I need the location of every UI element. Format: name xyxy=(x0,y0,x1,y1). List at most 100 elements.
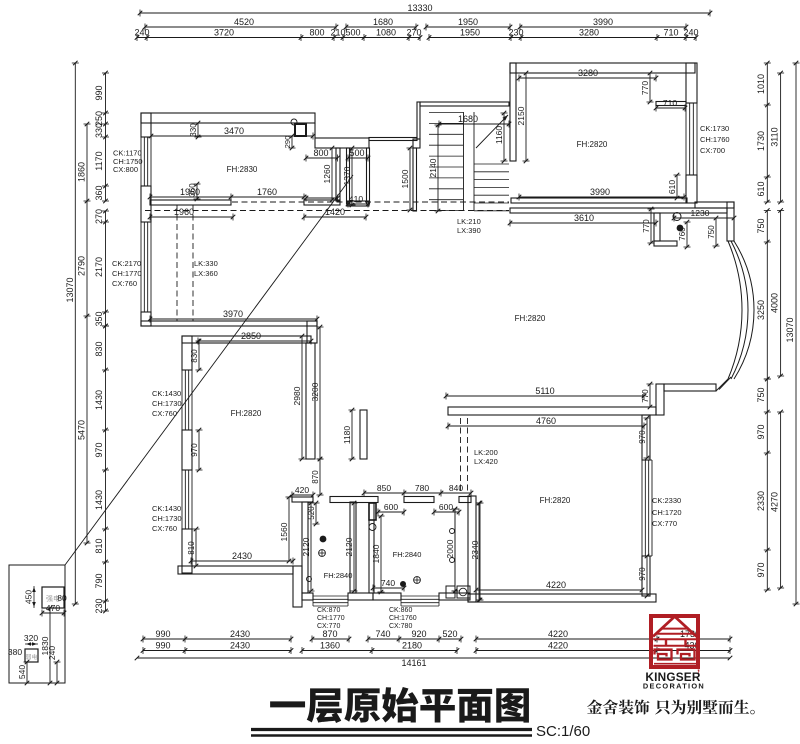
svg-text:FH:2820: FH:2820 xyxy=(577,140,608,149)
svg-text:3470: 3470 xyxy=(224,126,244,136)
svg-text:1860: 1860 xyxy=(77,162,87,182)
svg-text:3280: 3280 xyxy=(579,28,599,38)
svg-text:14161: 14161 xyxy=(401,658,426,668)
svg-text:2170: 2170 xyxy=(94,257,104,277)
svg-text:3990: 3990 xyxy=(590,187,610,197)
svg-text:CH:1760: CH:1760 xyxy=(389,615,417,622)
svg-text:2430: 2430 xyxy=(230,641,250,651)
svg-text:KINGSER: KINGSER xyxy=(645,670,700,684)
svg-text:840: 840 xyxy=(449,483,463,493)
svg-text:1840: 1840 xyxy=(371,544,381,563)
svg-text:350: 350 xyxy=(94,311,104,326)
svg-text:CK:1170: CK:1170 xyxy=(113,149,142,158)
svg-text:710: 710 xyxy=(663,98,677,108)
svg-text:’: ’ xyxy=(697,668,700,680)
svg-text:4520: 4520 xyxy=(234,17,254,27)
svg-text:990: 990 xyxy=(94,85,104,100)
svg-text:3200: 3200 xyxy=(310,382,320,401)
svg-text:13070: 13070 xyxy=(65,277,75,302)
svg-text:CK:2170: CK:2170 xyxy=(112,259,141,268)
svg-text:830: 830 xyxy=(94,341,104,356)
svg-text:5470: 5470 xyxy=(77,420,87,440)
svg-text:540: 540 xyxy=(17,665,27,679)
svg-text:830: 830 xyxy=(190,349,199,363)
svg-text:CK:1430: CK:1430 xyxy=(152,389,181,398)
svg-text:CH:1760: CH:1760 xyxy=(700,135,730,144)
svg-text:240: 240 xyxy=(683,28,698,38)
svg-text:800: 800 xyxy=(313,148,328,158)
svg-text:1160: 1160 xyxy=(494,126,504,145)
svg-text:850: 850 xyxy=(377,483,391,493)
svg-text:3990: 3990 xyxy=(593,17,613,27)
svg-text:330: 330 xyxy=(189,123,198,137)
svg-text:500: 500 xyxy=(349,148,364,158)
svg-text:1760: 1760 xyxy=(257,187,277,197)
svg-text:CX:770: CX:770 xyxy=(652,519,677,528)
svg-text:970: 970 xyxy=(638,567,647,581)
svg-text:CH:1720: CH:1720 xyxy=(652,508,682,517)
svg-text:CX:760: CX:760 xyxy=(152,524,177,533)
svg-text:2430: 2430 xyxy=(230,629,250,639)
svg-text:CX:760: CX:760 xyxy=(112,279,137,288)
svg-text:FH:2830: FH:2830 xyxy=(227,165,258,174)
svg-text:360: 360 xyxy=(94,185,104,200)
svg-text:3720: 3720 xyxy=(214,28,234,38)
svg-text:LK:200: LK:200 xyxy=(474,448,498,457)
svg-text:410: 410 xyxy=(349,194,363,204)
svg-text:450: 450 xyxy=(24,590,34,604)
svg-text:CK:860: CK:860 xyxy=(389,607,412,614)
svg-text:4270: 4270 xyxy=(770,492,780,512)
svg-text:3110: 3110 xyxy=(770,127,780,146)
svg-text:LX:420: LX:420 xyxy=(474,457,498,466)
svg-text:610: 610 xyxy=(667,180,677,194)
svg-text:13070: 13070 xyxy=(785,317,795,342)
svg-text:CK:870: CK:870 xyxy=(317,607,340,614)
svg-text:4220: 4220 xyxy=(548,641,568,651)
svg-text:240: 240 xyxy=(134,28,149,38)
svg-text:710: 710 xyxy=(663,28,678,38)
svg-text:1010: 1010 xyxy=(756,74,766,94)
svg-text:740: 740 xyxy=(381,578,395,588)
svg-text:4220: 4220 xyxy=(548,629,568,639)
svg-text:250: 250 xyxy=(94,111,104,126)
svg-text:970: 970 xyxy=(190,443,199,457)
svg-text:CK:1730: CK:1730 xyxy=(700,124,729,133)
svg-text:970: 970 xyxy=(94,442,104,457)
svg-text:1080: 1080 xyxy=(376,28,396,38)
svg-text:770: 770 xyxy=(642,219,651,233)
svg-text:320: 320 xyxy=(24,633,38,643)
svg-text:810: 810 xyxy=(187,541,196,555)
svg-text:1680: 1680 xyxy=(373,17,393,27)
svg-text:380: 380 xyxy=(8,647,22,657)
svg-text:2120: 2120 xyxy=(344,537,354,556)
svg-text:970: 970 xyxy=(638,430,647,444)
svg-text:1430: 1430 xyxy=(94,490,104,510)
svg-text:2790: 2790 xyxy=(77,256,87,276)
svg-text:CX:800: CX:800 xyxy=(113,165,138,174)
svg-text:600: 600 xyxy=(384,502,398,512)
svg-text:LK:210: LK:210 xyxy=(457,217,481,226)
svg-text:2000: 2000 xyxy=(445,539,455,558)
svg-text:760: 760 xyxy=(678,227,687,241)
svg-text:CX:760: CX:760 xyxy=(152,409,177,418)
svg-text:750: 750 xyxy=(707,225,716,239)
svg-text:1950: 1950 xyxy=(460,28,480,38)
svg-text:810: 810 xyxy=(94,538,104,553)
svg-text:FH:2820: FH:2820 xyxy=(231,409,262,418)
svg-text:CH:1730: CH:1730 xyxy=(152,514,182,523)
svg-text:3970: 3970 xyxy=(223,309,243,319)
svg-text:1680: 1680 xyxy=(458,114,478,124)
svg-text:990: 990 xyxy=(155,629,170,639)
svg-text:FH:2840: FH:2840 xyxy=(324,571,353,580)
svg-text:13330: 13330 xyxy=(407,3,432,13)
svg-text:600: 600 xyxy=(439,502,453,512)
svg-text:5110: 5110 xyxy=(535,386,554,396)
svg-text:770: 770 xyxy=(641,389,650,403)
svg-text:FH:2840: FH:2840 xyxy=(393,550,422,559)
svg-text:FH:2820: FH:2820 xyxy=(540,496,571,505)
svg-text:1170: 1170 xyxy=(94,151,104,170)
svg-text:3610: 3610 xyxy=(574,213,594,223)
svg-text:4220: 4220 xyxy=(546,580,566,590)
svg-text:FH:2820: FH:2820 xyxy=(515,314,546,323)
svg-text:LX:360: LX:360 xyxy=(194,269,218,278)
